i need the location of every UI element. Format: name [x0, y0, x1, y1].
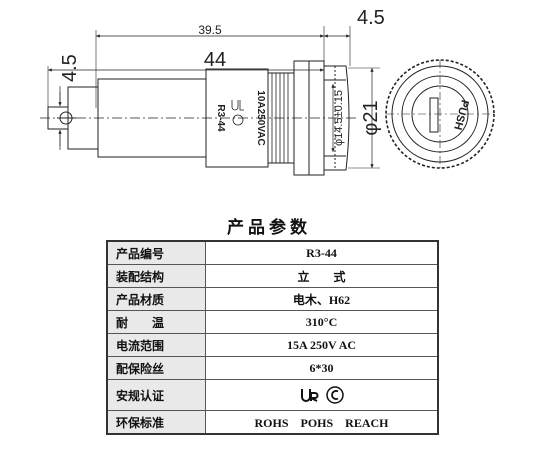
spec-key: 安规认证 [106, 379, 206, 411]
dim-diameter-14-5: φ14.5±0.15 [333, 90, 345, 146]
front-view [385, 59, 495, 169]
dim-diameter-21: φ21 [360, 100, 382, 135]
spec-value: R3-44 [205, 240, 439, 265]
spec-value: 电木、H62 [205, 287, 439, 311]
csa-icon [325, 386, 344, 404]
spec-key: 产品材质 [106, 287, 206, 311]
table-row: 耐 温 310°C [106, 310, 439, 334]
cap-push-label: PUSH [451, 98, 471, 131]
spec-value-certs [205, 379, 439, 411]
dim-39-5: 39.5 [198, 23, 222, 37]
dim-4-5-left: 4.5 [59, 54, 81, 82]
spec-key: 装配结构 [106, 264, 206, 288]
spec-value: 立 式 [205, 264, 439, 288]
spec-key: 电流范围 [106, 333, 206, 357]
fuse-holder-drawing: 39.5 44 4.5 4.5 φ21 φ14.5±0.15 10A250VAC… [40, 7, 495, 176]
spec-value: 15A 250V AC [205, 333, 439, 357]
ur-icon [300, 389, 318, 402]
body-cert-marks [231, 100, 244, 126]
spec-value: 6*30 [205, 356, 439, 380]
spec-key: 耐 温 [106, 310, 206, 334]
table-row: 环保标准 ROHS POHS REACH [106, 410, 439, 435]
table-row: 产品编号 R3-44 [106, 240, 439, 265]
body-rating-label: 10A250VAC [255, 90, 266, 145]
dim-44: 44 [204, 49, 226, 71]
table-row: 装配结构 立 式 [106, 264, 439, 288]
table-row: 配保险丝 6*30 [106, 356, 439, 380]
spec-table: 产品编号 R3-44 装配结构 立 式 产品材质 电木、H62 耐 温 310°… [106, 240, 439, 435]
table-row: 产品材质 电木、H62 [106, 287, 439, 311]
table-row: 电流范围 15A 250V AC [106, 333, 439, 357]
spec-key: 配保险丝 [106, 356, 206, 380]
spec-value: ROHS POHS REACH [205, 410, 439, 435]
table-row: 安规认证 [106, 379, 439, 411]
spec-key: 产品编号 [106, 240, 206, 265]
spec-value: 310°C [205, 310, 439, 334]
spec-key: 环保标准 [106, 410, 206, 435]
dim-4-5-right: 4.5 [357, 7, 385, 29]
spec-title: 产品参数 [227, 218, 311, 238]
body-model-label: R3-44 [215, 104, 226, 132]
